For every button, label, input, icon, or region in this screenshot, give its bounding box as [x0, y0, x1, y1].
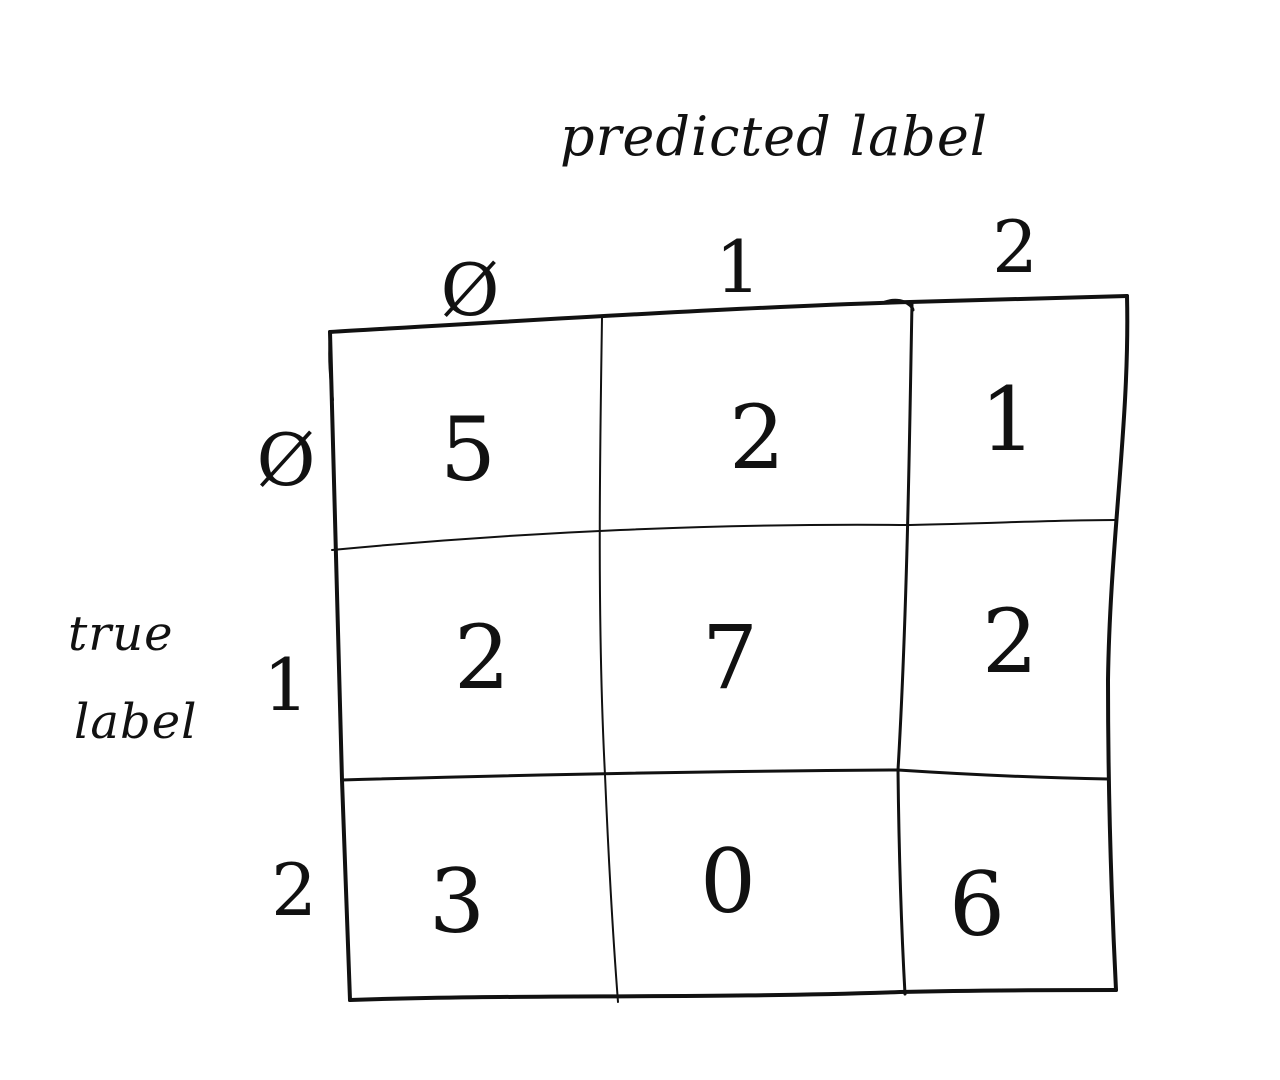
- true-label-title-line2: label: [74, 694, 197, 750]
- grid-bottom-border: [348, 988, 1118, 1002]
- predicted-tick-1: 1: [715, 225, 761, 309]
- grid-right-border: [1106, 294, 1130, 992]
- cell-2-2: 6: [949, 853, 1005, 956]
- predicted-label-title: predicted label: [560, 105, 988, 168]
- matrix-grid: [328, 294, 1130, 1003]
- true-tick-0: Ø: [256, 418, 315, 502]
- grid-left-stroke: [328, 331, 334, 401]
- grid-vertical-line-2: [896, 302, 914, 996]
- grid-vertical-line-1: [598, 317, 619, 1003]
- grid-horizontal-line-1: [331, 519, 1116, 551]
- cell-1-0: 2: [454, 606, 510, 709]
- cell-2-0: 3: [429, 850, 485, 953]
- predicted-tick-2: 2: [992, 205, 1038, 289]
- cell-0-1: 2: [729, 386, 785, 489]
- grid-corner-mark: [883, 298, 915, 312]
- cell-0-0: 5: [440, 398, 496, 501]
- grid-horizontal-line-2: [340, 768, 1110, 782]
- cell-1-2: 2: [982, 590, 1038, 693]
- predicted-tick-0: Ø: [440, 248, 499, 332]
- grid-top-border: [328, 294, 1129, 334]
- grid-left-border: [328, 330, 352, 1002]
- true-label-title-line1: true: [68, 606, 174, 662]
- cell-1-1: 7: [702, 606, 758, 709]
- true-tick-1: 1: [263, 643, 309, 727]
- cell-0-2: 1: [980, 368, 1036, 471]
- true-tick-2: 2: [271, 848, 317, 932]
- cell-2-1: 0: [700, 830, 756, 933]
